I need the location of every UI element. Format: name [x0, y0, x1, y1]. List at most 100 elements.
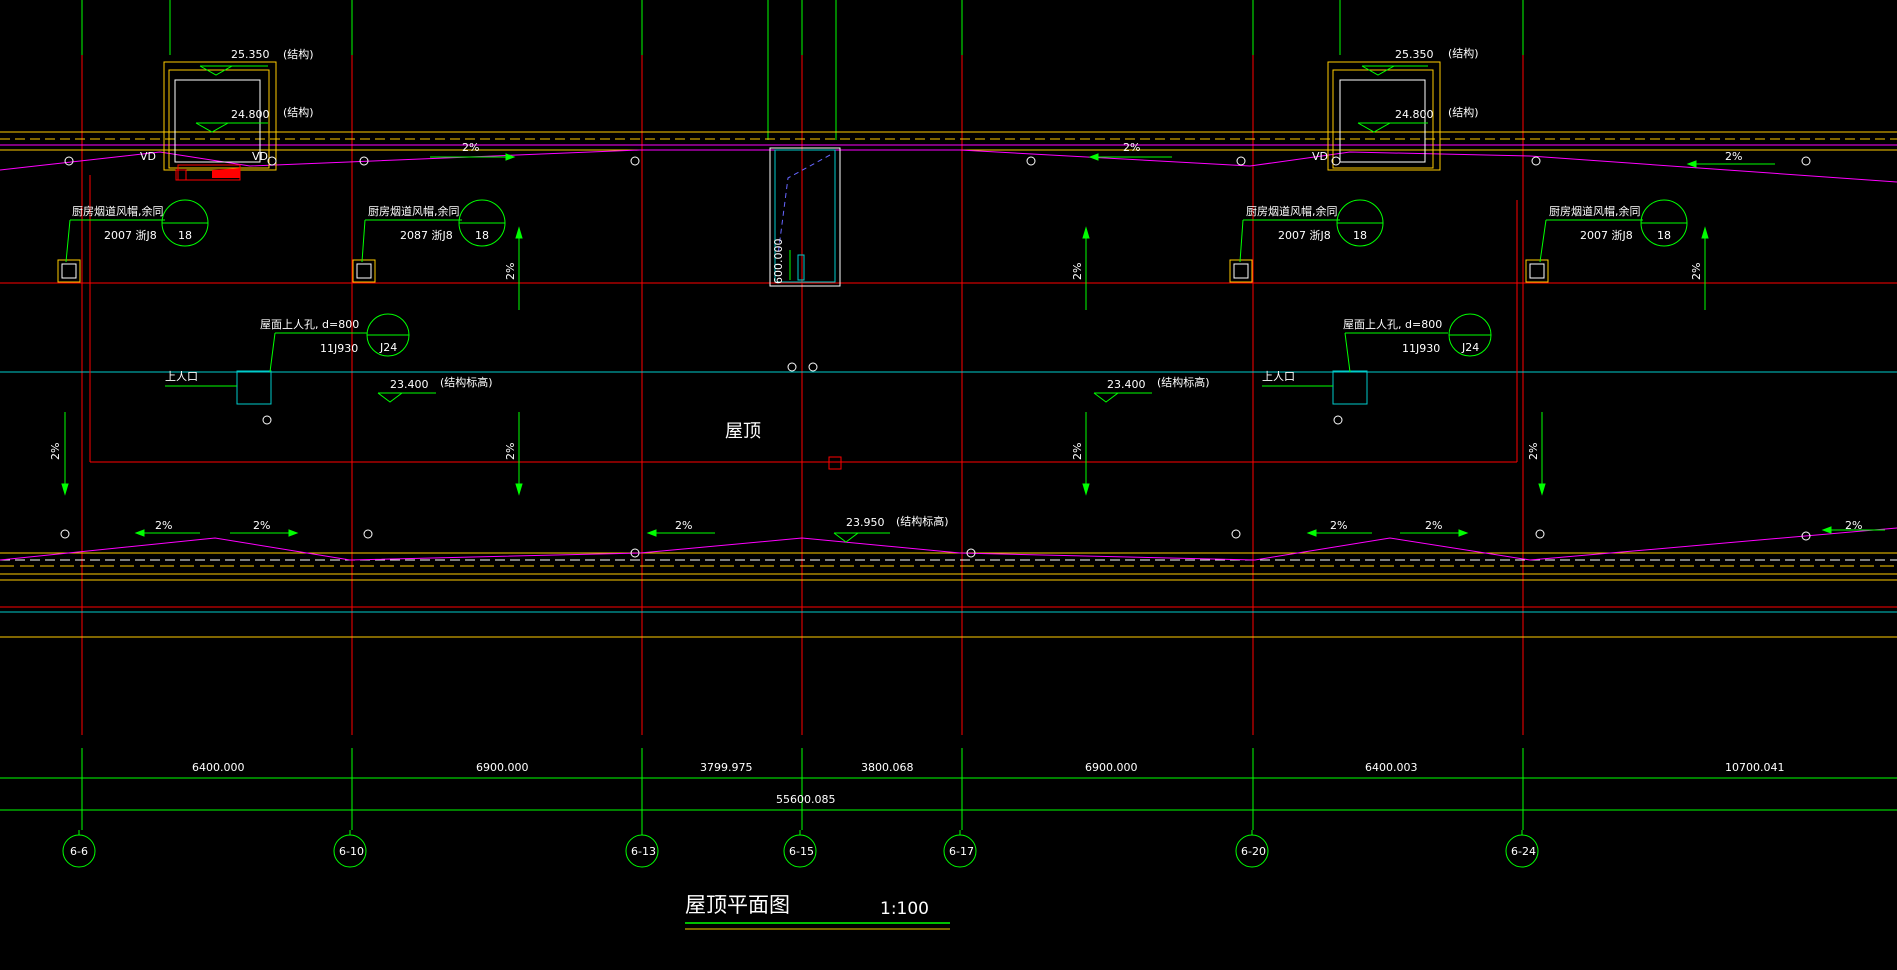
hatch-label: 上人口 — [165, 370, 198, 383]
central-shaft — [769, 147, 841, 287]
svg-text:6-6: 6-6 — [70, 845, 88, 858]
svg-text:6-24: 6-24 — [1511, 845, 1536, 858]
vent-callout-detail: 18 — [475, 229, 489, 242]
hatch-callout-right: 屋面上人孔, d=800 11J930 J24 上人口 — [1262, 313, 1492, 387]
vent-callout-2: 厨房烟道风帽,余同 2087 浙J8 18 — [361, 199, 506, 263]
elevation-value: 25.350 — [231, 48, 270, 61]
elevation-value: 25.350 — [1395, 48, 1434, 61]
dimension-lines — [0, 748, 1897, 830]
drawing-title-block: 屋顶平面图 1:100 — [685, 893, 950, 930]
axis-bubble: 6-6 — [62, 830, 96, 868]
elevation-value: 24.800 — [231, 108, 270, 121]
svg-text:6-20: 6-20 — [1241, 845, 1266, 858]
axis-bubble: 6-15 — [783, 830, 817, 868]
span-dimension: 6900.000 — [476, 761, 529, 774]
svg-text:6-17: 6-17 — [949, 845, 974, 858]
vent-callout-text: 厨房烟道风帽,余同 — [72, 204, 164, 218]
vent-callout-3: 厨房烟道风帽,余同 2007 浙J8 18 — [1239, 199, 1384, 263]
elevation-value: 24.800 — [1395, 108, 1434, 121]
elevation-note: (结构标高) — [1157, 375, 1210, 389]
slope-label: 2% — [504, 263, 517, 280]
axis-bubble: 6-17 — [943, 830, 977, 868]
axis-bubbles: 6-6 6-10 6-13 6-15 6-17 6-20 6-24 — [62, 830, 1539, 868]
slope-label: 2% — [49, 443, 62, 460]
axis-bubble: 6-24 — [1505, 830, 1539, 868]
axis-bubble: 6-20 — [1235, 830, 1269, 868]
drawing-title: 屋顶平面图 — [685, 893, 790, 917]
slope-labels: 2% 2% 2% 2% 2% 2% 2% 2% 2% 2% 2% 2% 2% 2… — [49, 141, 1862, 532]
elevation-note: (结构) — [1448, 46, 1479, 60]
vent-callout-ref: 2087 浙J8 — [400, 229, 453, 242]
dimension-texts: 6400.000 6900.000 3799.975 3800.068 6900… — [192, 761, 1785, 806]
vent-callout-text: 厨房烟道风帽,余同 — [1549, 204, 1641, 218]
hatch-callout-ref: 11J930 — [1402, 342, 1440, 355]
drain-outlet — [828, 456, 842, 470]
total-dimension: 55600.085 — [776, 793, 836, 806]
elevation-value: 23.950 — [846, 516, 885, 529]
vent-callout-ref: 2007 浙J8 — [104, 229, 157, 242]
elevation-texts: 25.350 (结构) 24.800 (结构) 25.350 (结构) 24.8… — [231, 46, 1479, 529]
vent-callout-detail: 18 — [1657, 229, 1671, 242]
vent-callout-4: 厨房烟道风帽,余同 2007 浙J8 18 — [1539, 199, 1688, 263]
slope-label: 2% — [1527, 443, 1540, 460]
span-dimension: 3799.975 — [700, 761, 753, 774]
span-dimension: 10700.041 — [1725, 761, 1785, 774]
slope-label: 2% — [1071, 443, 1084, 460]
slope-arrows-horizontal — [134, 153, 1885, 537]
stair-tower-left — [163, 61, 277, 181]
horizontal-lines — [0, 131, 1897, 638]
slope-label: 2% — [504, 443, 517, 460]
vent-callout-1: 厨房烟道风帽,余同 2007 浙J8 18 — [65, 199, 209, 263]
vd-label: VD — [1312, 150, 1328, 163]
hatch-callout-text: 屋面上人孔, d=800 — [260, 318, 359, 331]
vent-callout-ref: 2007 浙J8 — [1580, 229, 1633, 242]
elevation-markers — [195, 65, 1428, 543]
grid-lines — [81, 0, 1524, 735]
svg-text:6-15: 6-15 — [789, 845, 814, 858]
slope-label: 2% — [675, 519, 692, 532]
hatch-callout-ref: 11J930 — [320, 342, 358, 355]
hatch-callout-detail: J24 — [379, 341, 397, 354]
slope-label: 2% — [1123, 141, 1140, 154]
vd-label: VD — [140, 150, 156, 163]
span-dimension: 6400.000 — [192, 761, 245, 774]
ridge-lines — [0, 149, 1897, 561]
vd-label: VD — [252, 150, 268, 163]
hatch-callout-detail: J24 — [1461, 341, 1479, 354]
span-dimension: 6400.003 — [1365, 761, 1418, 774]
span-dimension: 6900.000 — [1085, 761, 1138, 774]
elevation-value: 23.400 — [390, 378, 429, 391]
stair-tower-right — [1327, 61, 1441, 171]
hatch-label: 上人口 — [1262, 370, 1295, 383]
roof-drains — [60, 156, 1811, 558]
vent-callout-text: 厨房烟道风帽,余同 — [1246, 204, 1338, 218]
span-dimension: 3800.068 — [861, 761, 914, 774]
slope-label: 2% — [1330, 519, 1347, 532]
elevation-note: (结构) — [1448, 105, 1479, 119]
drawing-scale: 1:100 — [880, 899, 929, 919]
vent-caps — [57, 259, 1549, 283]
elevation-note: (结构) — [283, 105, 314, 119]
elevation-note: (结构标高) — [896, 514, 949, 528]
slope-label: 2% — [253, 519, 270, 532]
elevation-value: 23.400 — [1107, 378, 1146, 391]
slope-label: 2% — [1845, 519, 1862, 532]
slope-label: 2% — [1071, 263, 1084, 280]
room-label: 屋顶 — [725, 421, 761, 442]
slope-label: 2% — [462, 141, 479, 154]
hatch-callout-left: 屋面上人孔, d=800 11J930 J24 上人口 — [165, 313, 410, 387]
elevation-note: (结构标高) — [440, 375, 493, 389]
slope-label: 2% — [155, 519, 172, 532]
vent-callout-detail: 18 — [1353, 229, 1367, 242]
svg-text:6-13: 6-13 — [631, 845, 656, 858]
slope-arrows-vertical — [61, 226, 1709, 496]
slope-label: 2% — [1725, 150, 1742, 163]
vent-callout-ref: 2007 浙J8 — [1278, 229, 1331, 242]
shaft-dimension: 600.000 — [772, 239, 785, 285]
axis-bubble: 6-13 — [625, 830, 659, 868]
hatch-callout-text: 屋面上人孔, d=800 — [1343, 318, 1442, 331]
slope-label: 2% — [1425, 519, 1442, 532]
axis-bubble: 6-10 — [333, 830, 367, 868]
